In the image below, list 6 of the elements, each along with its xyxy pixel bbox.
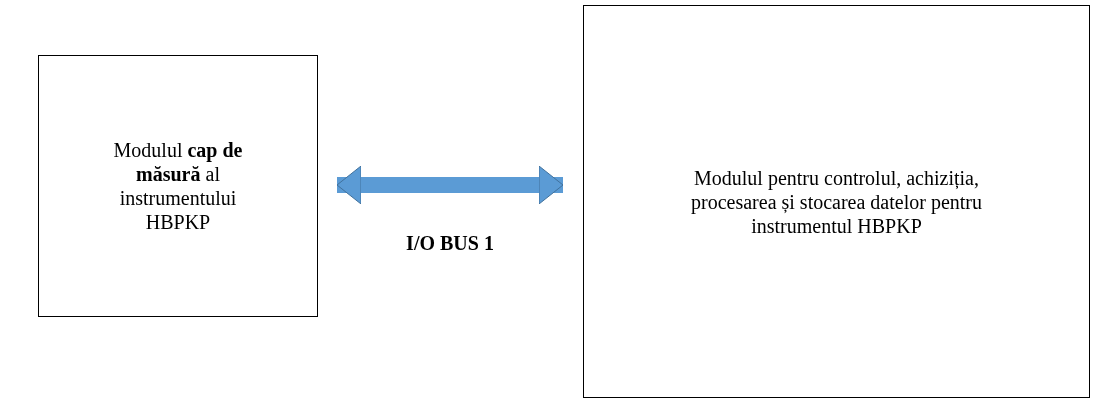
double-arrow xyxy=(336,165,564,205)
edge-label: I/O BUS 1 xyxy=(406,232,494,255)
module-box xyxy=(583,5,1090,398)
module-box xyxy=(38,55,318,317)
module-text: Modulul pentru controlul, achiziția, procesarea și stocarea datelor pentru instrumentul HBPKP xyxy=(691,166,982,237)
module-text: Modulul cap de măsură al instrumentului HBPKP xyxy=(113,139,243,233)
